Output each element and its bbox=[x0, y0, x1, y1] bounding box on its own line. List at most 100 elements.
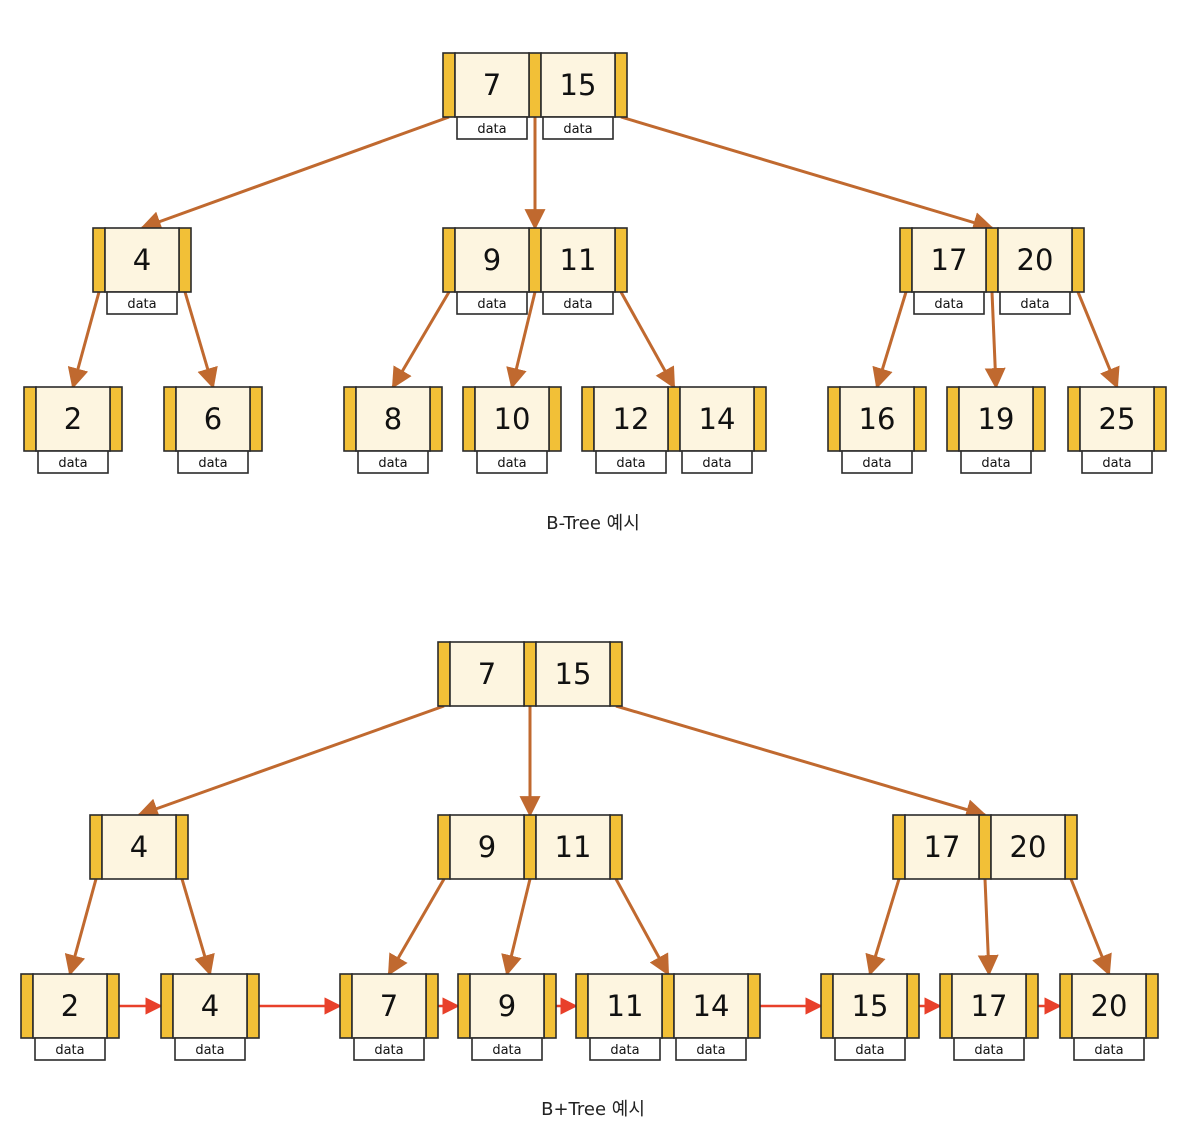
key-cell bbox=[997, 227, 1073, 293]
data-box bbox=[834, 1037, 906, 1061]
pointer-slot bbox=[913, 386, 927, 452]
key-cell bbox=[1071, 973, 1147, 1039]
node-key: 15 bbox=[560, 68, 597, 102]
pointer-slot bbox=[614, 52, 628, 118]
btree-edge-b-n4-to-b-leaf-6 bbox=[183, 291, 218, 390]
data-label: data bbox=[610, 1043, 639, 1058]
btree-edge-b-n17-20-to-b-leaf-25 bbox=[1076, 291, 1120, 389]
bplustree-caption: B+Tree 예시 bbox=[541, 1099, 645, 1120]
nodes-layer: 7data15data4data9data11data17data20data2… bbox=[20, 52, 1167, 1061]
data-label: data bbox=[198, 456, 227, 471]
key-cell bbox=[540, 227, 616, 293]
data-box bbox=[595, 450, 667, 474]
data-label: data bbox=[974, 1043, 1003, 1058]
bplustree-edge-p-n17-20-to-p-leaf-20 bbox=[1069, 878, 1112, 976]
key-cell bbox=[175, 386, 251, 452]
pointer-slot bbox=[343, 386, 357, 452]
pointer-slot bbox=[906, 973, 920, 1039]
data-label: data bbox=[1094, 1043, 1123, 1058]
pointer-slot bbox=[820, 973, 834, 1039]
pointer-slot bbox=[20, 973, 34, 1039]
bplustree-edge-p-n17-20-to-p-leaf-17 bbox=[977, 878, 999, 977]
node-key: 14 bbox=[699, 402, 736, 436]
bplustree-edge-p-root-to-p-n4 bbox=[137, 704, 445, 819]
pointer-slot bbox=[747, 973, 761, 1039]
data-label: data bbox=[981, 456, 1010, 471]
pointer-slot bbox=[946, 386, 960, 452]
pointer-slot bbox=[249, 386, 263, 452]
data-box bbox=[999, 291, 1071, 315]
btree-caption: B-Tree 예시 bbox=[546, 513, 640, 534]
data-box bbox=[681, 450, 753, 474]
key-cell bbox=[911, 227, 987, 293]
node-key: 11 bbox=[555, 830, 592, 864]
data-box bbox=[841, 450, 913, 474]
key-cell bbox=[679, 386, 755, 452]
key-cell bbox=[35, 386, 111, 452]
pointer-slot bbox=[23, 386, 37, 452]
data-label: data bbox=[374, 1043, 403, 1058]
key-cell bbox=[587, 973, 663, 1039]
key-cell bbox=[454, 227, 530, 293]
node-key: 7 bbox=[478, 657, 496, 691]
data-box bbox=[357, 450, 429, 474]
bplustree-edge-p-n9-11-to-p-leaf-9 bbox=[501, 878, 532, 977]
data-label: data bbox=[862, 456, 891, 471]
pointer-slot bbox=[1059, 973, 1073, 1039]
pointer-slot bbox=[892, 814, 906, 880]
btree-edge-b-root-to-b-n17-20 bbox=[620, 115, 995, 233]
btree-edge-b-n17-20-to-b-leaf-19 bbox=[984, 291, 1006, 390]
pointer-slot bbox=[985, 227, 999, 293]
key-cell bbox=[1079, 386, 1155, 452]
node-key: 4 bbox=[133, 243, 151, 277]
data-box bbox=[353, 1037, 425, 1061]
data-label: data bbox=[696, 1043, 725, 1058]
node-key: 8 bbox=[384, 402, 402, 436]
btree-edge-b-n9-11-to-b-leaf-8 bbox=[391, 291, 451, 389]
pointer-slot bbox=[175, 814, 189, 880]
data-label: data bbox=[702, 456, 731, 471]
btree-node-b-leaf-8: 8 data bbox=[343, 386, 443, 474]
data-box bbox=[1073, 1037, 1145, 1061]
node-key: 16 bbox=[859, 402, 896, 436]
data-label: data bbox=[477, 297, 506, 312]
bplustree-edge-p-n9-11-to-p-leaf-7 bbox=[387, 878, 446, 976]
node-key: 17 bbox=[924, 830, 961, 864]
pointer-slot bbox=[609, 814, 623, 880]
data-label: data bbox=[563, 297, 592, 312]
node-key: 19 bbox=[978, 402, 1015, 436]
key-cell bbox=[351, 973, 427, 1039]
node-key: 2 bbox=[64, 402, 82, 436]
data-label: data bbox=[563, 122, 592, 137]
bplustree-edge-p-n9-11-to-p-leaf-11-14 bbox=[614, 878, 670, 976]
edges-layer bbox=[64, 115, 1120, 1015]
data-label: data bbox=[492, 1043, 521, 1058]
data-box bbox=[456, 291, 528, 315]
node-key: 6 bbox=[204, 402, 222, 436]
data-label: data bbox=[378, 456, 407, 471]
key-cell bbox=[469, 973, 545, 1039]
data-box bbox=[34, 1037, 106, 1061]
bplustree-edge-p-n4-to-p-leaf-2 bbox=[64, 878, 98, 977]
pointer-slot bbox=[462, 386, 476, 452]
pointer-slot bbox=[339, 973, 353, 1039]
bplustree-node-p-n4: 4 bbox=[89, 814, 189, 880]
pointer-slot bbox=[1025, 973, 1039, 1039]
data-box bbox=[589, 1037, 661, 1061]
node-key: 7 bbox=[483, 68, 501, 102]
node-key: 20 bbox=[1010, 830, 1047, 864]
node-key: 9 bbox=[498, 989, 516, 1023]
node-key: 11 bbox=[607, 989, 644, 1023]
pointer-slot bbox=[163, 386, 177, 452]
key-cell bbox=[990, 814, 1066, 880]
node-key: 25 bbox=[1099, 402, 1136, 436]
key-cell bbox=[673, 973, 749, 1039]
pointer-slot bbox=[575, 973, 589, 1039]
